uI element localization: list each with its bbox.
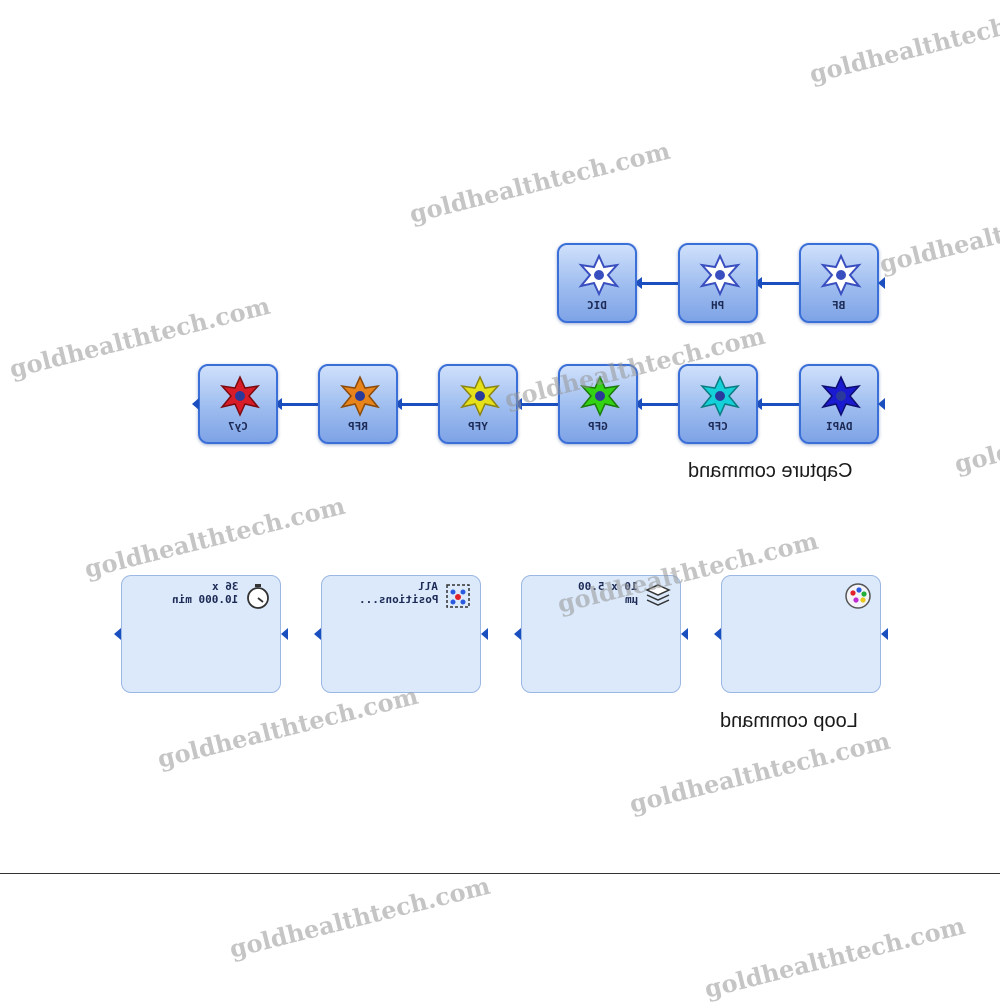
connector-arrow [634, 398, 642, 410]
palette-icon [845, 583, 871, 609]
cell-icon [220, 375, 260, 417]
capture-command-label: Capture command [688, 460, 853, 482]
cell-icon [460, 375, 500, 417]
time-lapse-count: 36 x [211, 580, 239, 593]
watermark: goldhealthtech.com [951, 385, 1000, 479]
watermark: goldhealthtech.com [876, 185, 1000, 279]
connector-arrow [394, 398, 402, 410]
cell-icon [699, 253, 741, 297]
tile-label: RFP [348, 420, 368, 433]
input-port [878, 398, 885, 410]
connector-line [754, 403, 802, 406]
capture-tile-ph[interactable]: PH [678, 243, 758, 323]
tile-label: YFP [468, 420, 488, 433]
tile-label: DIC [587, 299, 607, 312]
tile-label: BF [832, 299, 846, 312]
input-port [878, 277, 885, 289]
divider [0, 873, 1000, 874]
connector-line [514, 403, 562, 406]
input-port [681, 628, 688, 640]
tile-label: PH [711, 299, 725, 312]
watermark: goldhealthtech.com [154, 680, 421, 774]
tile-label: Cy7 [228, 420, 248, 433]
connector-line [634, 282, 682, 285]
cell-icon [820, 253, 862, 297]
output-port [192, 398, 199, 410]
capture-tile-bf[interactable]: BF [799, 243, 885, 323]
watermark: goldhealthtech.com [81, 490, 348, 584]
loop-tile-time-lapse[interactable]: 36 x 10.000 min [114, 575, 288, 693]
stopwatch-icon [247, 584, 269, 609]
loop-command-label: Loop command [720, 710, 858, 732]
tile-label: GFP [588, 420, 608, 433]
output-port [714, 628, 721, 640]
output-port [514, 628, 521, 640]
watermark: goldhealthtech.com [626, 725, 893, 819]
z-stack-icon [645, 584, 671, 606]
connector-arrow [634, 277, 642, 289]
input-port [281, 628, 288, 640]
cell-icon [821, 375, 861, 417]
watermark: goldhealthtech.com [806, 0, 1000, 89]
capture-tile-dic[interactable]: DIC [557, 243, 637, 323]
capture-tile-cy7[interactable]: Cy7 [192, 364, 278, 444]
time-lapse-interval: 10.000 min [171, 593, 238, 606]
capture-tile-rfp[interactable]: RFP [318, 364, 398, 444]
connector-line [754, 282, 802, 285]
loop-tile-positions[interactable]: All Positions... [314, 575, 488, 693]
watermark: goldhealthtech.com [226, 870, 493, 964]
cell-icon [580, 375, 620, 417]
positions-value: All [418, 580, 438, 593]
capture-tile-cfp[interactable]: CFP [678, 364, 758, 444]
tile-label: CFP [708, 420, 728, 433]
cell-icon [340, 375, 380, 417]
connector-line [634, 403, 682, 406]
capture-tile-gfp[interactable]: GFP [558, 364, 638, 444]
cell-icon [700, 375, 740, 417]
positions-icon [446, 584, 470, 608]
tile-label: DAPI [825, 420, 853, 433]
watermark: goldhealthtech.com [406, 135, 673, 229]
loop-tile-z-stack[interactable]: 10 x 5.00 µm [514, 575, 688, 693]
cell-icon [578, 253, 620, 297]
capture-tile-dapi[interactable]: DAPI [799, 364, 885, 444]
positions-detail: Positions... [358, 593, 438, 606]
connector-line [274, 403, 322, 406]
watermark: goldhealthtech.com [701, 910, 968, 1004]
capture-tile-yfp[interactable]: YFP [438, 364, 518, 444]
connector-arrow [274, 398, 282, 410]
input-port [881, 628, 888, 640]
output-port [114, 628, 121, 640]
connector-arrow [514, 398, 522, 410]
input-port [481, 628, 488, 640]
connector-line [394, 403, 442, 406]
connector-arrow [754, 277, 762, 289]
output-port [314, 628, 321, 640]
loop-tile-channels[interactable] [714, 575, 888, 693]
connector-arrow [754, 398, 762, 410]
